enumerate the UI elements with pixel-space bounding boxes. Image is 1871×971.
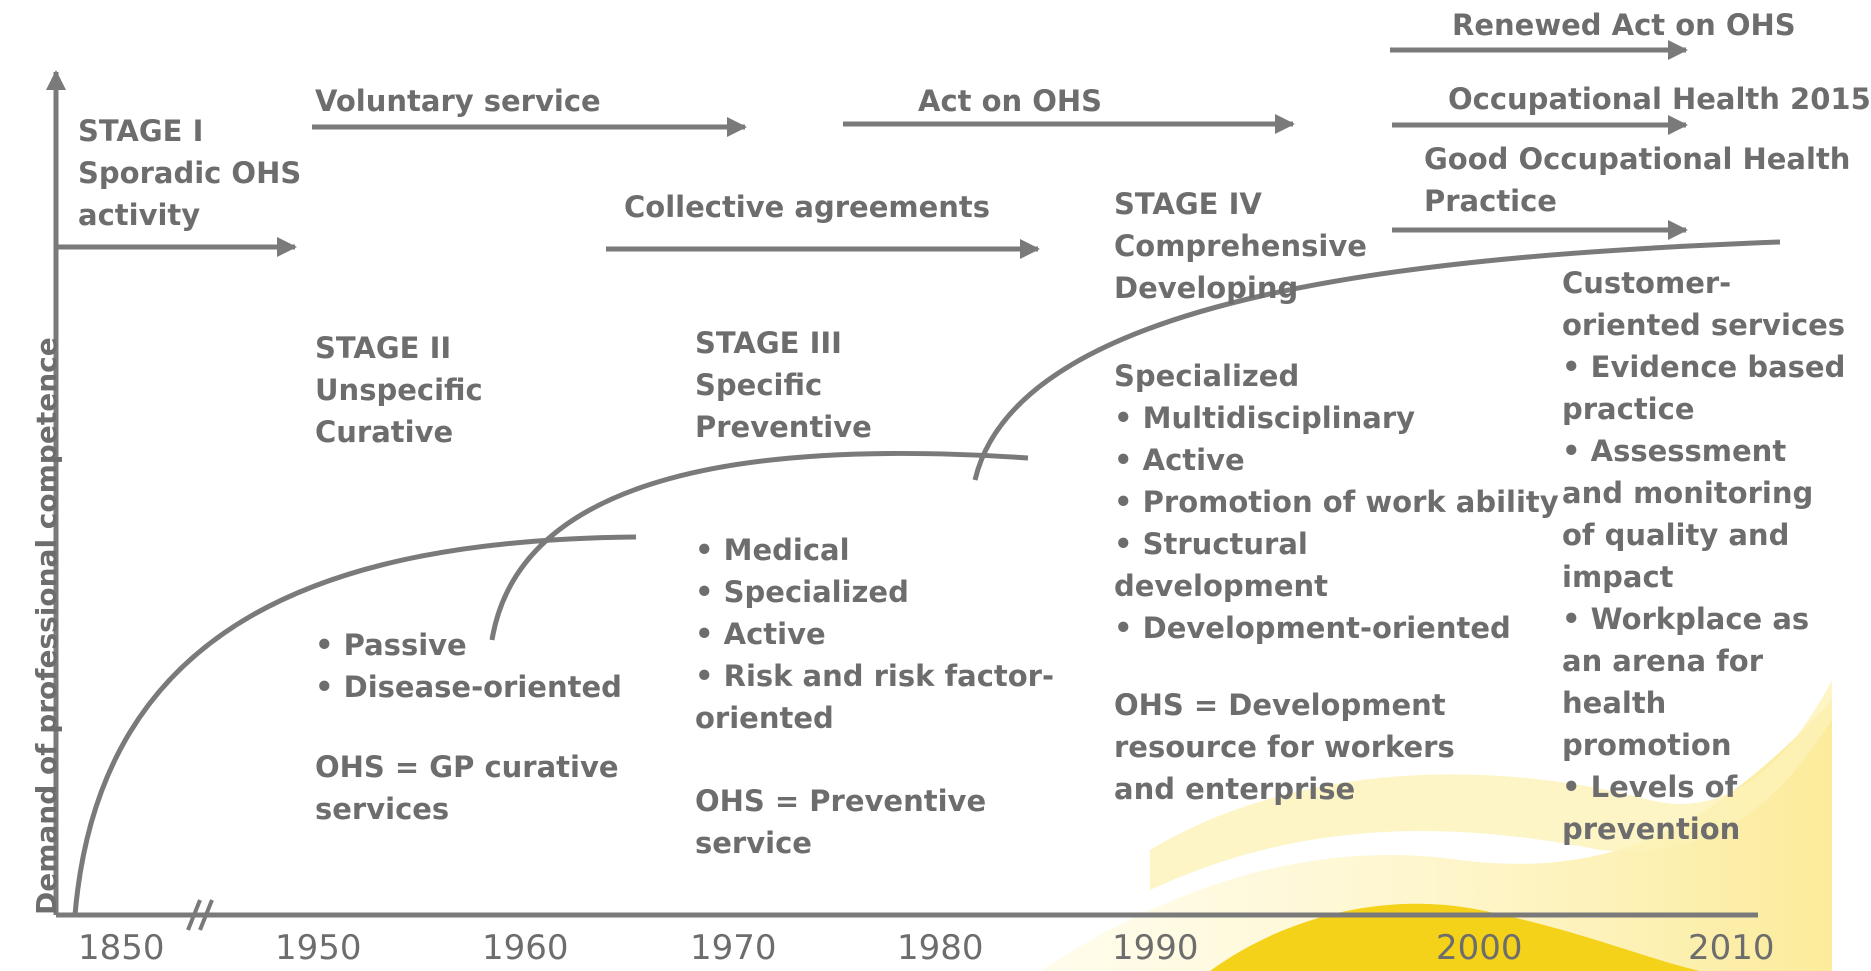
stage3-detail-2: • Specialized [695, 575, 909, 609]
axis-break-mark [186, 899, 214, 931]
x-tick-2010: 2010 [1688, 928, 1775, 968]
future-detail-9: • Workplace as [1562, 602, 1810, 636]
future-detail-14: prevention [1562, 812, 1741, 846]
wave-pale [1150, 680, 1832, 890]
future-details: Customer- oriented services • Evidence b… [1562, 262, 1845, 850]
label-act-on-ohs: Act on OHS [918, 84, 1103, 118]
x-tick-1980: 1980 [897, 928, 984, 968]
stage2-ohs-definition: OHS = GP curative services [315, 746, 619, 830]
stage4-heading: STAGE IV Comprehensive Developing [1114, 183, 1367, 309]
stage2-detail-1: • Passive [315, 628, 467, 662]
label-collective-agreements: Collective agreements [624, 190, 991, 224]
stage4-detail-7: • Development-oriented [1114, 611, 1511, 645]
y-axis-label: Demand of professional competence [30, 337, 63, 915]
curve-stage3 [489, 450, 1029, 641]
future-detail-8: impact [1562, 560, 1674, 594]
stage2-line-2: Unspecific [315, 373, 483, 407]
label-renewed-act: Renewed Act on OHS [1452, 8, 1796, 42]
stage2-line-3: Curative [315, 415, 454, 449]
stage3-ohs-definition: OHS = Preventive service [695, 780, 986, 864]
good-practice-line-1: Good Occupational Health [1424, 142, 1851, 176]
stage4-ohs-definition: OHS = Development resource for workers a… [1114, 684, 1455, 810]
stage3-heading: STAGE III Specific Preventive [695, 322, 872, 448]
future-detail-4: practice [1562, 392, 1695, 426]
future-detail-2: oriented services [1562, 308, 1846, 342]
good-practice-line-2: Practice [1424, 184, 1557, 218]
stage4-line-3: Developing [1114, 271, 1299, 305]
curve-stage2 [72, 534, 637, 916]
stage3-ohs-line-1: OHS = Preventive [695, 784, 987, 818]
future-detail-3: • Evidence based [1562, 350, 1846, 384]
label-voluntary-service: Voluntary service [315, 84, 601, 118]
stage3-line-1: STAGE III [695, 326, 842, 360]
stage4-detail-3: • Active [1114, 443, 1245, 477]
wave-bright [1210, 903, 1700, 971]
stage1-line-2: Sporadic OHS [78, 156, 302, 190]
stage1-line-1: STAGE I [78, 114, 204, 148]
stage3-details: • Medical • Specialized • Active • Risk … [695, 529, 1054, 739]
future-detail-7: of quality and [1562, 518, 1790, 552]
stage2-heading: STAGE II Unspecific Curative [315, 327, 483, 453]
decorative-waves [1040, 680, 1832, 971]
stage4-line-2: Comprehensive [1114, 229, 1367, 263]
future-detail-10: an arena for [1562, 644, 1764, 678]
stage4-detail-5: • Structural [1114, 527, 1308, 561]
stage3-line-2: Specific [695, 368, 823, 402]
x-tick-2000: 2000 [1436, 928, 1523, 968]
stage3-ohs-line-2: service [695, 826, 812, 860]
stage4-detail-1: Specialized [1114, 359, 1300, 393]
stage4-ohs-line-3: and enterprise [1114, 772, 1356, 806]
stage4-ohs-line-1: OHS = Development [1114, 688, 1446, 722]
stage1-heading: STAGE I Sporadic OHS activity [78, 110, 301, 236]
x-tick-1950: 1950 [275, 928, 362, 968]
future-detail-5: • Assessment [1562, 434, 1787, 468]
stage4-detail-2: • Multidisciplinary [1114, 401, 1416, 435]
x-tick-1850: 1850 [78, 928, 165, 968]
stage4-details: Specialized • Multidisciplinary • Active… [1114, 355, 1559, 649]
stage4-line-1: STAGE IV [1114, 187, 1262, 221]
stage4-detail-4: • Promotion of work ability [1114, 485, 1559, 519]
stage2-ohs-line-1: OHS = GP curative [315, 750, 619, 784]
stage3-detail-3: • Active [695, 617, 826, 651]
future-detail-13: • Levels of [1562, 770, 1738, 804]
label-good-practice: Good Occupational Health Practice [1424, 138, 1850, 222]
stage2-line-1: STAGE II [315, 331, 452, 365]
x-tick-1990: 1990 [1112, 928, 1199, 968]
stage3-detail-5: oriented [695, 701, 834, 735]
x-tick-1960: 1960 [482, 928, 569, 968]
wave-light [1040, 700, 1832, 971]
stage3-detail-4: • Risk and risk factor- [695, 659, 1055, 693]
stage2-detail-2: • Disease-oriented [315, 670, 622, 704]
stage2-ohs-line-2: services [315, 792, 450, 826]
curve-stage4 [972, 239, 1781, 481]
x-tick-1970: 1970 [690, 928, 777, 968]
future-detail-11: health [1562, 686, 1667, 720]
stage4-detail-6: development [1114, 569, 1329, 603]
future-detail-1: Customer- [1562, 266, 1732, 300]
stage3-line-3: Preventive [695, 410, 872, 444]
stage4-ohs-line-2: resource for workers [1114, 730, 1455, 764]
stage2-details: • Passive • Disease-oriented [315, 624, 622, 708]
label-occupational-health-2015: Occupational Health 2015 [1448, 82, 1871, 116]
future-detail-12: promotion [1562, 728, 1732, 762]
future-detail-6: and monitoring [1562, 476, 1814, 510]
diagram-canvas [46, 40, 1832, 971]
stage1-line-3: activity [78, 198, 201, 232]
stage3-detail-1: • Medical [695, 533, 850, 567]
